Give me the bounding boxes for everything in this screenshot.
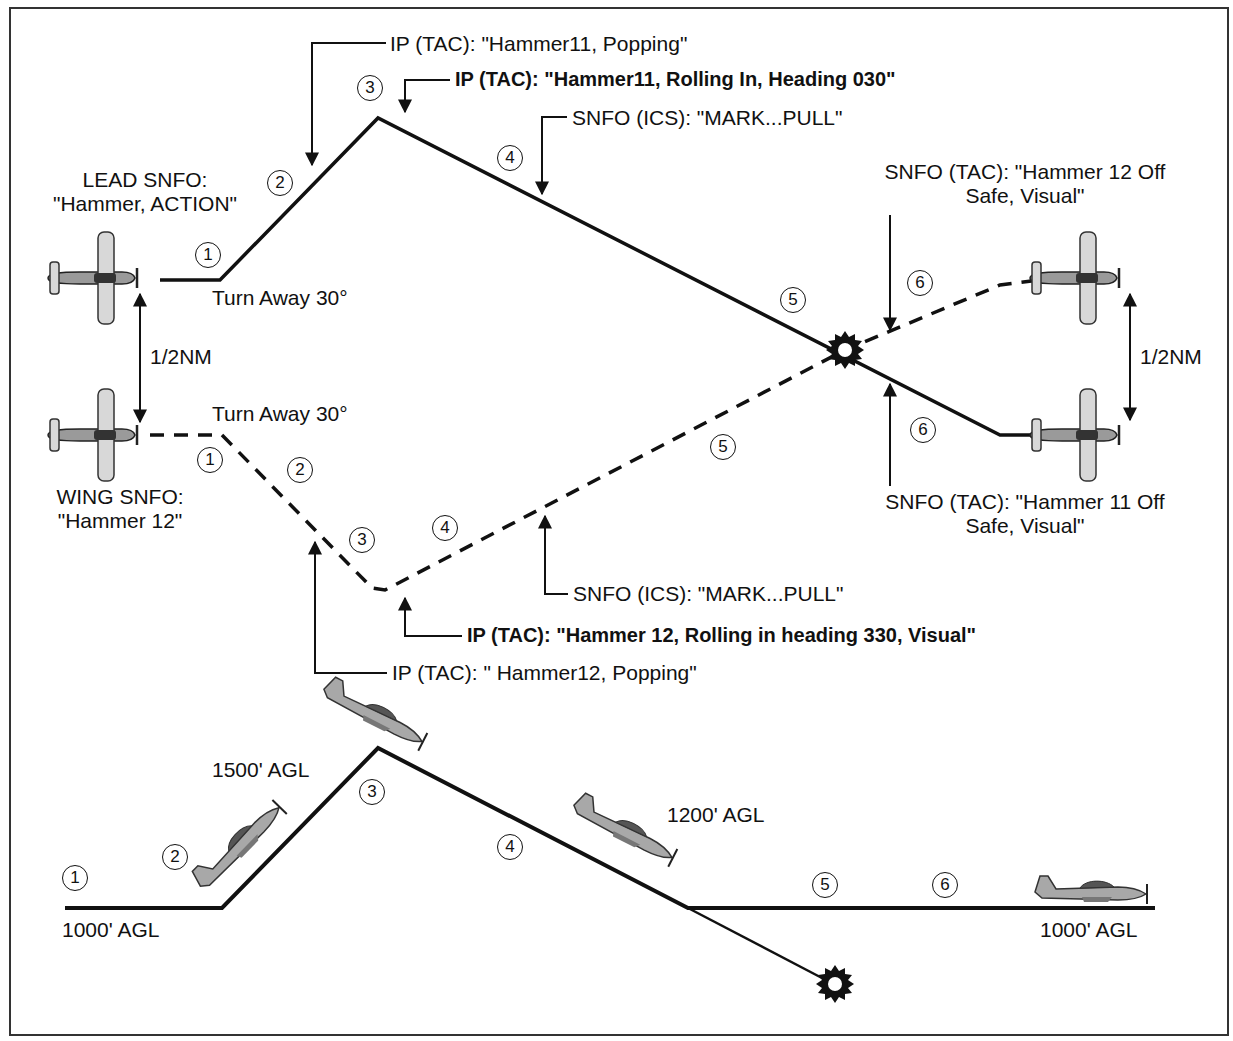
callout-number: 6 [910, 417, 936, 443]
annotation-label: 1500' AGL [212, 758, 309, 782]
callout-number: 4 [432, 515, 458, 541]
callout-number: 4 [497, 145, 523, 171]
callout-number: 3 [359, 779, 385, 805]
annotation-label: WING SNFO: "Hammer 12" [20, 485, 220, 533]
annotation-label: IP (TAC): " Hammer12, Popping" [392, 661, 697, 685]
annotation-label: SNFO (ICS): "MARK...PULL" [572, 106, 842, 130]
callout-number: 2 [287, 457, 313, 483]
annotation-label: 1000' AGL [62, 918, 159, 942]
callout-number: 5 [710, 434, 736, 460]
annotation-label: 1/2NM [150, 345, 212, 369]
callout-number: 6 [932, 872, 958, 898]
callout-number: 1 [195, 242, 221, 268]
annotation-label: SNFO (TAC): "Hammer 11 Off Safe, Visual" [875, 490, 1175, 538]
annotation-label: 1/2NM [1140, 345, 1202, 369]
annotation-label: IP (TAC): "Hammer11, Rolling In, Heading… [455, 68, 896, 91]
callout-number: 3 [357, 75, 383, 101]
callout-number: 1 [197, 447, 223, 473]
callout-number: 5 [780, 287, 806, 313]
callout-number: 5 [812, 872, 838, 898]
annotation-label: IP (TAC): "Hammer 12, Rolling in heading… [467, 624, 976, 647]
annotation-label: 1000' AGL [1040, 918, 1137, 942]
annotation-label: 1200' AGL [667, 803, 764, 827]
callout-number: 1 [62, 865, 88, 891]
callout-number: 2 [267, 170, 293, 196]
callout-number: 3 [349, 527, 375, 553]
callout-number: 6 [907, 270, 933, 296]
callout-number: 2 [162, 844, 188, 870]
callout-number: 4 [497, 834, 523, 860]
annotation-label: IP (TAC): "Hammer11, Popping" [390, 32, 687, 56]
annotation-label: SNFO (ICS): "MARK...PULL" [573, 582, 843, 606]
annotation-label: LEAD SNFO: "Hammer, ACTION" [45, 168, 245, 216]
annotation-label: Turn Away 30° [212, 402, 348, 426]
annotation-label: Turn Away 30° [212, 286, 348, 310]
annotation-label: SNFO (TAC): "Hammer 12 Off Safe, Visual" [875, 160, 1175, 208]
